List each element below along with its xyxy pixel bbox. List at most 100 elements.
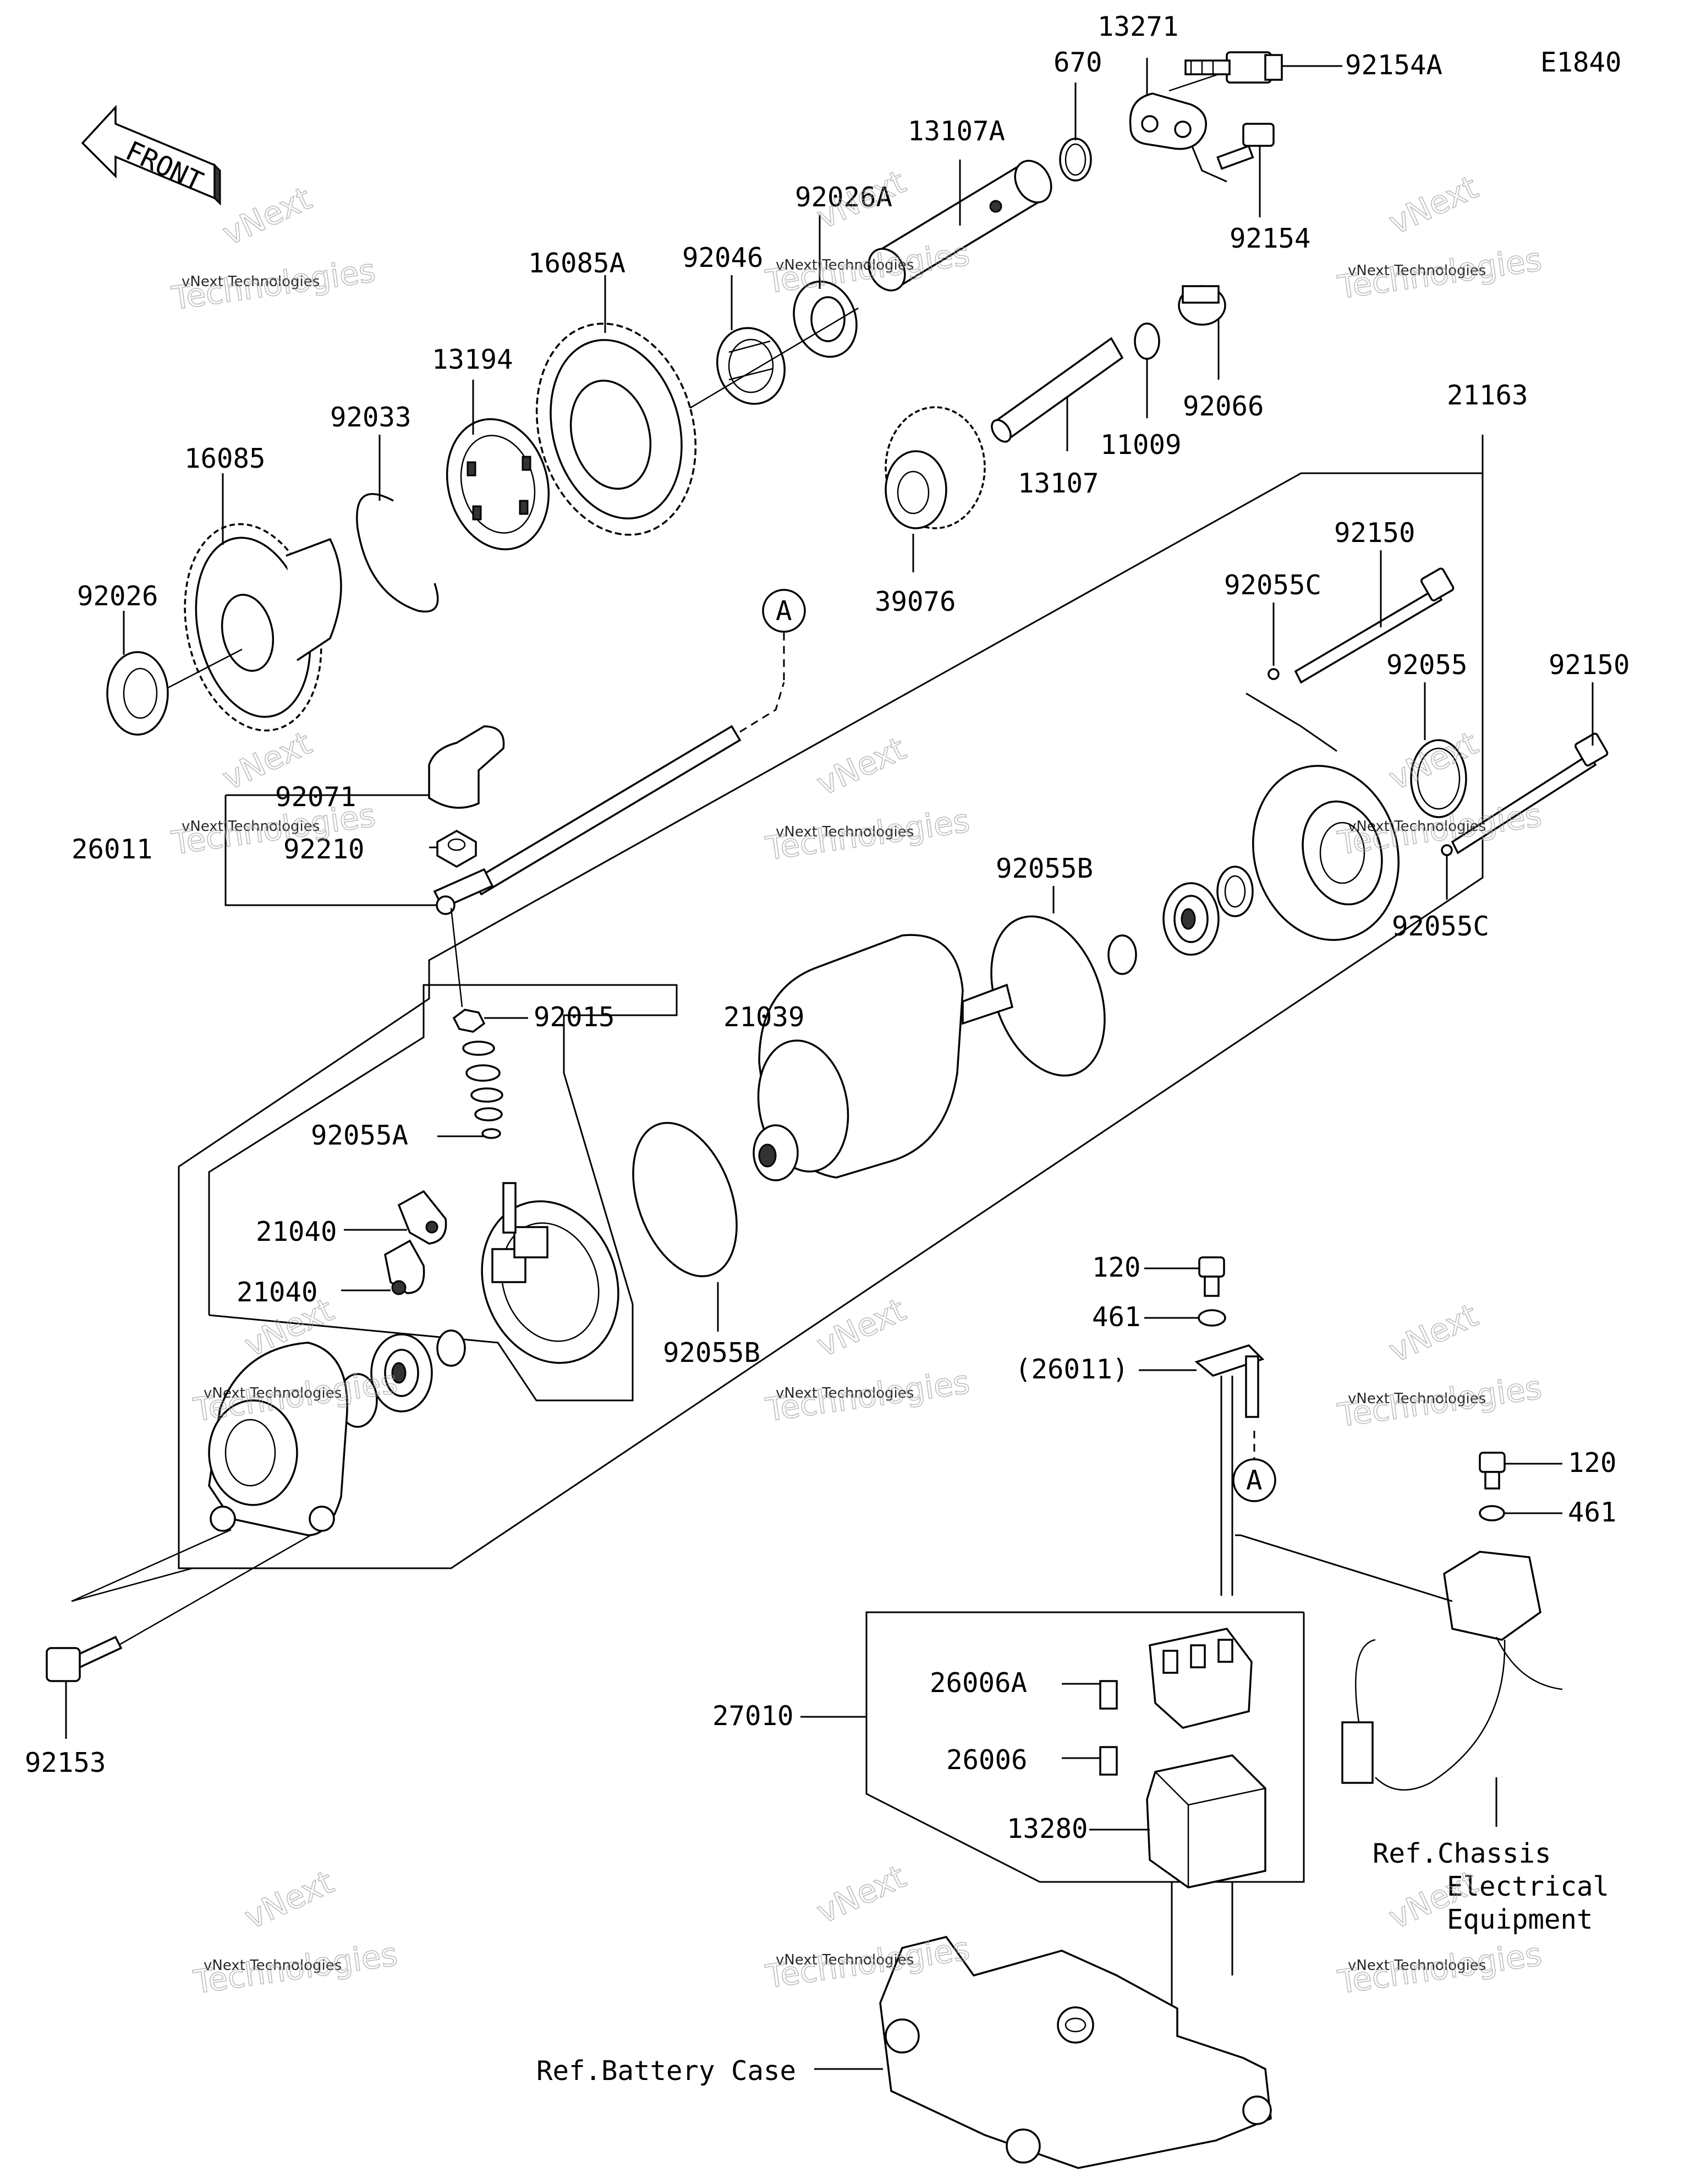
- oring-92055B-top-icon: [990, 915, 1106, 1077]
- watermark-big: Technologies: [1335, 240, 1544, 306]
- washer-461-top-icon: [1198, 1309, 1226, 1327]
- washer-92055C-top-icon: [1268, 668, 1280, 680]
- watermark-brand: vNext: [1383, 168, 1483, 242]
- washer-11009-icon: [1134, 322, 1160, 360]
- label-13107A: 13107A: [908, 116, 1005, 147]
- terminal-washers-icon: [452, 1009, 503, 1139]
- watermark-brand: vNext: [239, 1863, 339, 1936]
- watermark-small: vNext Technologies: [1348, 818, 1486, 835]
- label-120-bottom: 120: [1568, 1447, 1617, 1479]
- label-13107: 13107: [1018, 468, 1099, 499]
- label-92026: 92026: [77, 581, 158, 612]
- fuse-26006A-icon: [1099, 1680, 1118, 1710]
- label-92153: 92153: [25, 1747, 106, 1778]
- watermark-big: Technologies: [1335, 1369, 1544, 1434]
- label-92033: 92033: [330, 402, 411, 433]
- bolt-92153-icon: [46, 1635, 123, 1682]
- circlip-92033-icon: [356, 492, 439, 613]
- label-92055C-bottom: 92055C: [1392, 911, 1489, 942]
- label-16085: 16085: [184, 443, 266, 474]
- watermark-big: Technologies: [1335, 1935, 1544, 2001]
- bolt-92154-icon: [1216, 123, 1275, 170]
- front-cover-icon: [208, 1342, 348, 1536]
- label-92150-bottom: 92150: [1549, 649, 1630, 681]
- armature-icon: [753, 934, 1014, 1181]
- label-92055B-bottom: 92055B: [663, 1337, 760, 1369]
- label-26006A: 26006A: [930, 1667, 1027, 1699]
- label-92055: 92055: [1386, 649, 1468, 681]
- watermark-small: vNext Technologies: [182, 273, 320, 290]
- bearing-92046-icon: [716, 327, 786, 405]
- fuse-26006-icon: [1099, 1746, 1118, 1776]
- collar-92026A-icon: [793, 280, 858, 358]
- ref-chassis-line3: Equipment: [1447, 1904, 1593, 1935]
- label-21040-bottom: 21040: [237, 1277, 318, 1308]
- relay-icon: [1149, 1628, 1253, 1729]
- diagram-code: E1840: [1540, 47, 1622, 78]
- washer-92026-icon: [106, 651, 169, 736]
- clutch-13194-icon: [446, 418, 550, 550]
- watermark-big: Technologies: [763, 1363, 972, 1428]
- label-120-top: 120: [1092, 1252, 1141, 1283]
- watermark-big: Technologies: [763, 802, 972, 867]
- label-92046: 92046: [682, 242, 764, 273]
- harness-icon: [1341, 1551, 1563, 1791]
- plug-92066-icon: [1178, 285, 1226, 326]
- watermark-brand: vNext: [811, 730, 911, 803]
- connector-a-bottom-icon: [1232, 1458, 1276, 1502]
- watermark-small: vNext Technologies: [204, 1957, 342, 1974]
- nut-92210-icon: [436, 829, 477, 868]
- label-11009: 11009: [1100, 429, 1182, 461]
- watermark-brand: vNext: [217, 179, 317, 253]
- bracket-21163: [178, 472, 1484, 1569]
- terminal-26011-icon: [1194, 1344, 1265, 1418]
- watermark-small: vNext Technologies: [776, 1385, 914, 1402]
- label-92150-top: 92150: [1334, 517, 1415, 549]
- watermark-brand: vNext: [1383, 1296, 1483, 1370]
- bolt-92150-top-icon: [1294, 567, 1455, 684]
- watermark-small: vNext Technologies: [204, 1385, 342, 1402]
- label-461-top: 461: [1092, 1301, 1141, 1333]
- label-92066: 92066: [1183, 391, 1264, 422]
- oring-92055B-bottom-icon: [632, 1121, 738, 1278]
- watermark-small: vNext Technologies: [1348, 1957, 1486, 1974]
- label-21163: 21163: [1447, 380, 1528, 411]
- gear-16085-icon: [184, 523, 342, 732]
- bracket-27010: [865, 1611, 1305, 1883]
- label-92154: 92154: [1230, 223, 1311, 254]
- bracket-21039: [208, 984, 678, 1402]
- rear-cover-icon: [1252, 765, 1400, 941]
- watermark-small: vNext Technologies: [776, 1952, 914, 1968]
- ref-chassis-line2: Electrical: [1447, 1871, 1609, 1902]
- bolt-120-top-icon: [1198, 1256, 1225, 1297]
- label-13271: 13271: [1098, 11, 1179, 42]
- bolt-120-bottom-icon: [1479, 1452, 1506, 1490]
- label-92154A: 92154A: [1345, 50, 1442, 81]
- watermark-big: Technologies: [191, 1935, 399, 2001]
- label-39076: 39076: [875, 586, 956, 617]
- brush-21040-top-icon: [397, 1190, 447, 1245]
- label-92210: 92210: [283, 834, 365, 865]
- bolt-92150-bottom-icon: [1451, 732, 1609, 855]
- label-92055C-top: 92055C: [1224, 570, 1321, 601]
- cap-92071-icon: [428, 725, 505, 809]
- watermark-small: vNext Technologies: [1348, 1391, 1486, 1407]
- watermark-small: vNext Technologies: [1348, 262, 1486, 279]
- label-27010: 27010: [712, 1700, 794, 1732]
- label-26006: 26006: [946, 1744, 1028, 1776]
- watermark-big: Technologies: [169, 251, 377, 317]
- washer-461-bottom-icon: [1479, 1505, 1505, 1521]
- shaft-13107-icon: [991, 337, 1124, 443]
- label-670: 670: [1053, 47, 1102, 78]
- washer-92055C-bottom-icon: [1441, 844, 1453, 856]
- watermark-brand: vNext: [811, 163, 911, 236]
- bolt-92154A-icon: [1184, 51, 1283, 84]
- label-92071: 92071: [275, 781, 356, 813]
- oring-670-icon: [1059, 138, 1092, 182]
- connector-a-top-label: A: [776, 595, 792, 627]
- label-461-bottom: 461: [1568, 1497, 1617, 1528]
- label-13280: 13280: [1007, 1813, 1088, 1844]
- oring-92055-icon: [1410, 739, 1467, 818]
- label-16085A: 16085A: [528, 248, 625, 279]
